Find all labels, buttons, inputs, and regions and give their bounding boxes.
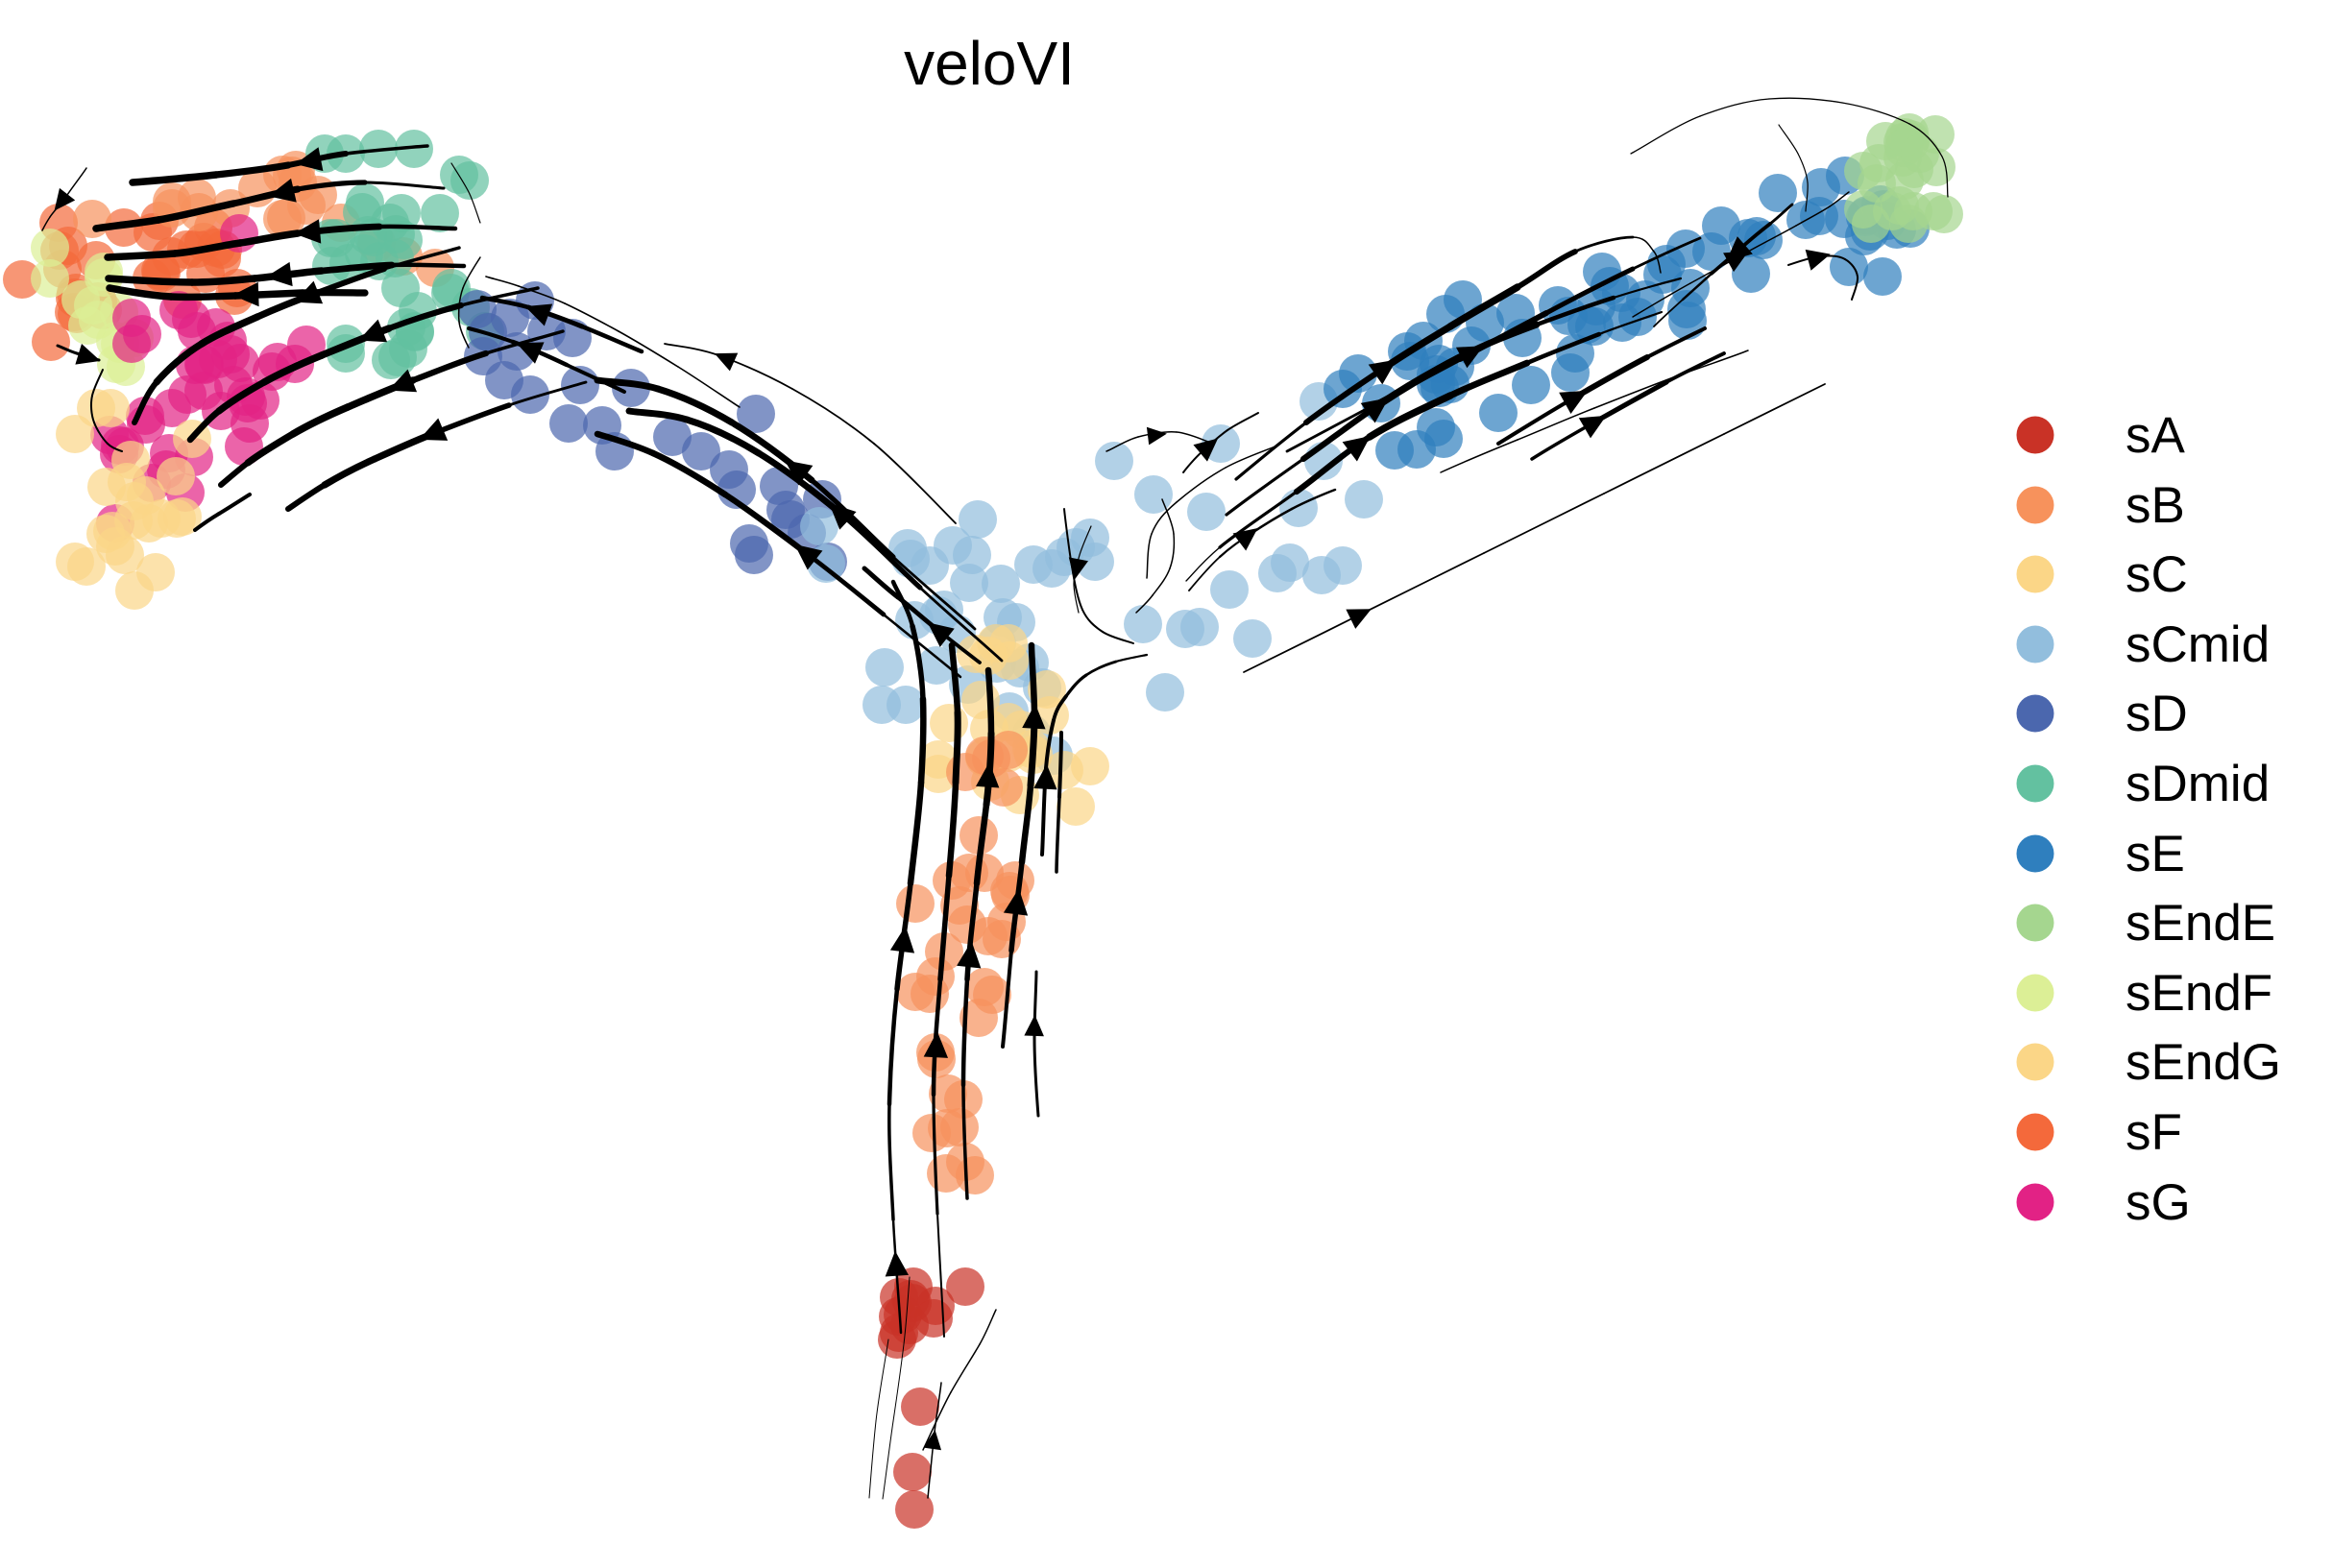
svg-text:sF: sF: [2126, 1104, 2182, 1161]
svg-text:sCmid: sCmid: [2126, 616, 2270, 673]
svg-text:sC: sC: [2126, 546, 2188, 603]
svg-text:sD: sD: [2126, 686, 2188, 742]
svg-text:sEndF: sEndF: [2126, 965, 2272, 1022]
svg-text:sEndE: sEndE: [2126, 895, 2275, 952]
svg-text:sA: sA: [2126, 407, 2186, 464]
svg-text:sDmid: sDmid: [2126, 756, 2270, 812]
svg-text:sG: sG: [2126, 1174, 2191, 1231]
svg-text:sEndG: sEndG: [2126, 1034, 2281, 1091]
svg-text:sE: sE: [2126, 826, 2185, 882]
svg-text:veloVI: veloVI: [904, 29, 1075, 98]
svg-text:sB: sB: [2126, 477, 2185, 534]
